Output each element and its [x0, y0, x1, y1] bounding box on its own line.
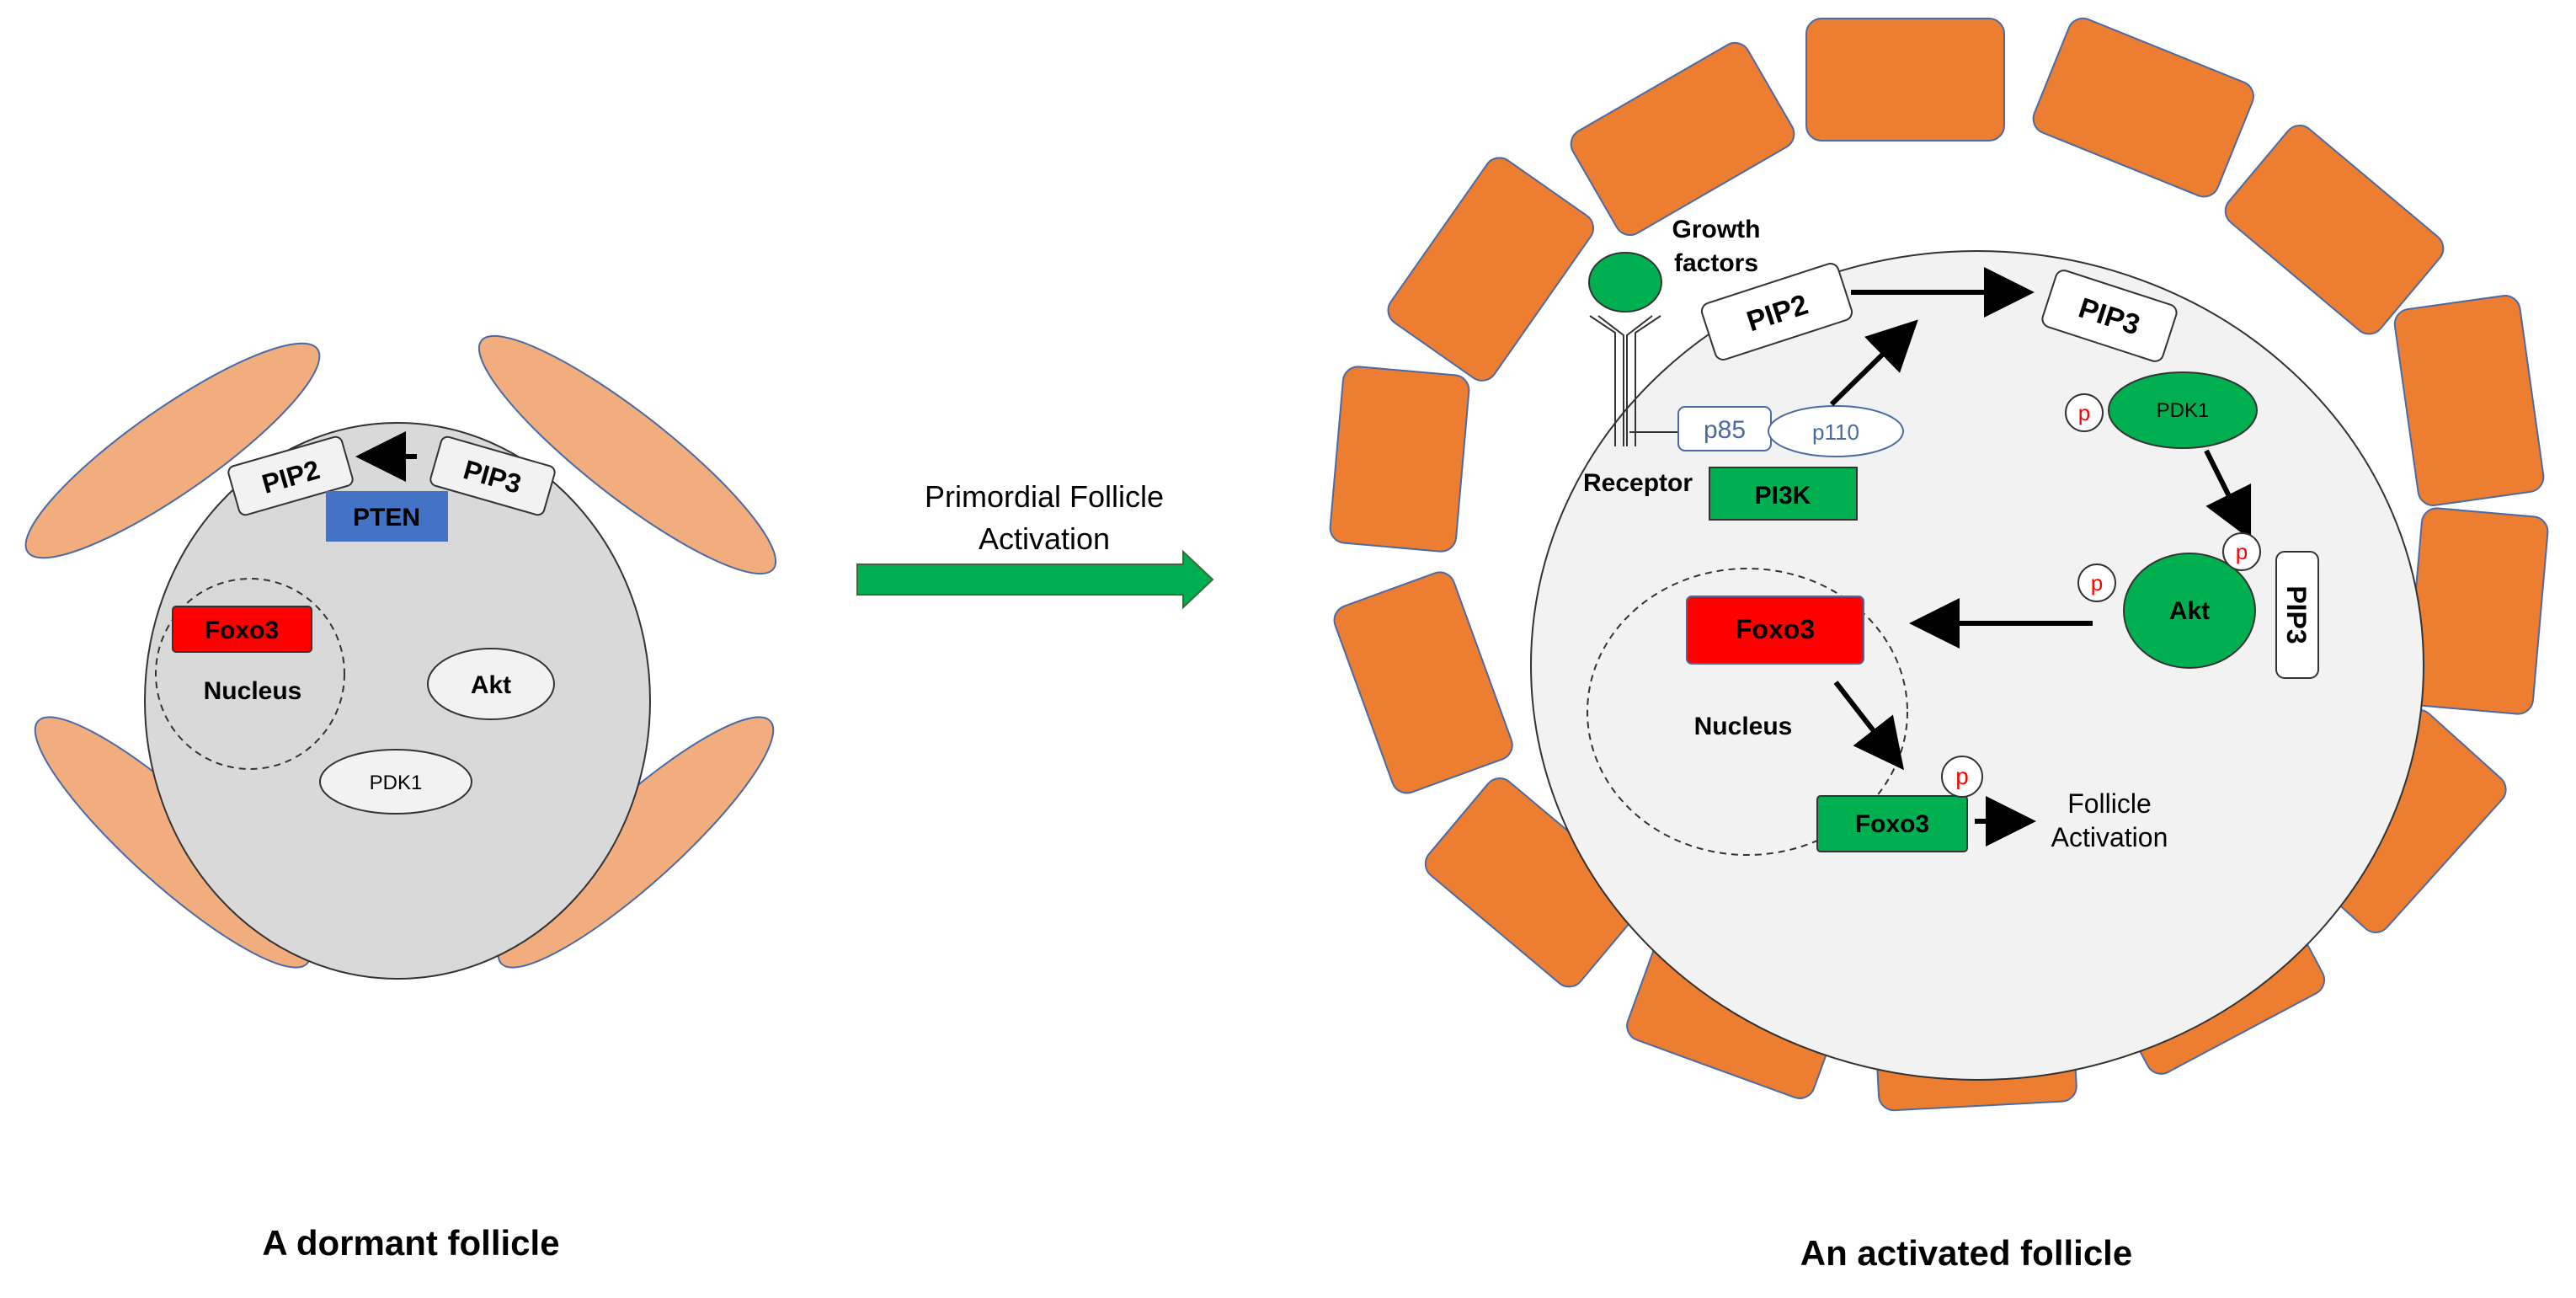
dormant-pip2-box [227, 435, 354, 516]
akt-phospho-label-top: p [2236, 539, 2248, 564]
dormant-akt [427, 648, 555, 720]
activated-pip2-box [1700, 263, 1853, 361]
cuboidal-granulosa-cell [1570, 41, 1795, 237]
pten-label: PTEN [353, 504, 420, 531]
akt-phospho-marker-left [2077, 564, 2116, 602]
foxo3-export-arrow [1833, 681, 1905, 771]
cuboidal-granulosa-cell [1805, 18, 2005, 142]
pdk1-to-akt-arrow [2204, 449, 2252, 541]
growth-factors-label-line2: factors [1674, 249, 1758, 277]
akt-phospho-label-left: p [2091, 570, 2103, 596]
activated-foxo3-cyto-box [1816, 795, 1968, 852]
cuboidal-granulosa-cell [2032, 17, 2254, 198]
pten-box [326, 491, 448, 542]
p110-label: p110 [1812, 419, 1859, 445]
activated-pdk1 [2108, 371, 2258, 449]
transition-label-line2: Activation [979, 521, 1110, 556]
activated-foxo3-cyto-label: Foxo3 [1855, 810, 1929, 838]
activated-pip3-side-box [2275, 551, 2319, 679]
activated-follicle: Growth factors Receptor p85 p110 PI3K PI… [1329, 17, 2549, 1273]
outcome-label-line1: Follicle [2067, 788, 2152, 819]
activated-pip3-box [2041, 270, 2178, 362]
dormant-follicle: PIP2 PIP3 PTEN Foxo3 Nucleus Akt PDK1 A … [24, 334, 777, 1263]
dormant-caption: A dormant follicle [262, 1223, 559, 1263]
growth-factor [1588, 252, 1662, 312]
cuboidal-granulosa-cell [1333, 571, 1513, 794]
outcome-label-line2: Activation [2051, 822, 2168, 852]
pi3k-activation-arrow [1829, 319, 1918, 407]
dormant-foxo3-label: Foxo3 [205, 617, 279, 644]
activated-foxo3-nuclear-box [1686, 596, 1864, 665]
cuboidal-granulosa-cell [2224, 124, 2445, 335]
cuboidal-granulosa-cell [2393, 295, 2545, 506]
activated-oocyte [1530, 250, 2424, 1081]
dormant-nucleus [155, 578, 345, 770]
pdk1-phospho-marker [2065, 393, 2104, 432]
foxo3-phospho-marker [1941, 756, 1983, 798]
activated-caption: An activated follicle [1800, 1233, 2132, 1273]
dormant-foxo3-box [172, 606, 312, 653]
dormant-pip3-box [429, 435, 556, 516]
cuboidal-granulosa-cell [2406, 507, 2549, 715]
activated-foxo3-nuclear-label: Foxo3 [1736, 614, 1815, 644]
p85-label: p85 [1704, 416, 1746, 444]
transition-arrow [856, 549, 1214, 610]
activation-transition: Primordial Follicle Activation [856, 479, 1214, 610]
pi3k-box [1709, 467, 1858, 521]
flat-granulosa-cell [477, 334, 777, 575]
activated-nucleus [1587, 568, 1908, 856]
receptor [1589, 315, 1680, 446]
dormant-oocyte [144, 422, 651, 980]
activated-nucleus-label: Nucleus [1694, 713, 1793, 740]
pi3k-label: PI3K [1755, 482, 1811, 510]
cuboidal-granulosa-cell [1387, 157, 1595, 382]
dormant-pdk1 [319, 749, 472, 815]
dormant-nucleus-label: Nucleus [204, 677, 302, 705]
activated-akt [2123, 553, 2256, 669]
akt-phospho-marker-top [2222, 532, 2261, 571]
receptor-label: Receptor [1583, 469, 1693, 497]
flat-granulosa-cell [24, 342, 321, 559]
dormant-pdk1-label: PDK1 [370, 772, 423, 794]
growth-factors-label-line1: Growth [1672, 216, 1761, 243]
cuboidal-granulosa-cell [1329, 366, 1470, 553]
p110-ellipse [1768, 405, 1904, 457]
pdk1-phospho-label: p [2078, 400, 2090, 425]
foxo3-phospho-label: p [1955, 763, 1969, 789]
activated-pip3-side-label: PIP3 [2281, 585, 2312, 644]
transition-label-line1: Primordial Follicle [925, 479, 1164, 514]
activated-pdk1-label: PDK1 [2157, 399, 2210, 422]
activated-akt-label: Akt [2169, 597, 2210, 625]
dormant-akt-label: Akt [471, 671, 511, 699]
